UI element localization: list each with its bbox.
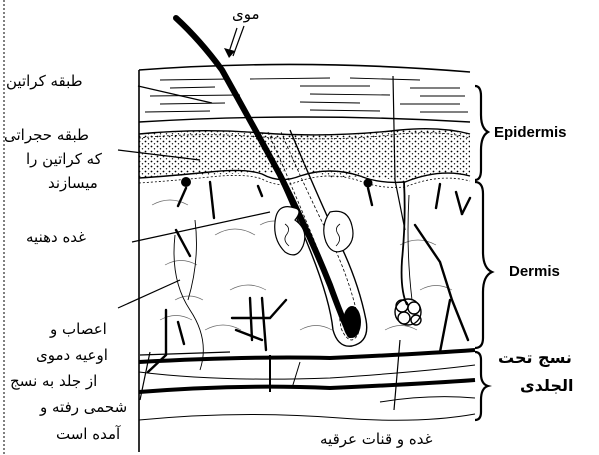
hair-bulb — [343, 306, 361, 338]
nerves-vessels-label-1: اعصاب و — [50, 320, 107, 339]
sebaceous-gland-label: غده دهنیه — [26, 228, 86, 247]
nerves-vessels-label-2: اوعیه دموی — [36, 346, 108, 365]
subcutaneous-label-2: الجلدی — [520, 376, 573, 395]
sweat-gland-label: غده و قنات عرقیه — [320, 430, 432, 449]
nerves-vessels-label-3: از جلد به نسج — [10, 372, 97, 391]
sweat-coil — [395, 299, 421, 325]
nerves-vessels-label-5: آمده است — [56, 425, 120, 444]
dermis-label: Dermis — [509, 263, 560, 280]
subcutaneous-band — [139, 350, 475, 420]
keratin-stripes — [145, 78, 468, 112]
nerves-vessels-label-4: شحمی رفته و — [40, 398, 127, 417]
block-outline — [139, 64, 470, 452]
leader-lines — [118, 26, 400, 410]
cellular-layer-label-3: میسازند — [48, 174, 98, 193]
layer-braces — [475, 86, 492, 420]
cellular-layer-label-1: طبقه حجراتی — [4, 126, 89, 145]
cellular-layer-label-2: که کراتین را — [26, 150, 102, 169]
keratin-bottom — [139, 117, 470, 122]
keratin-layer-label: طبقه کراتین — [6, 72, 83, 91]
epidermis-label: Epidermis — [494, 124, 567, 141]
subcutaneous-label-1: نسج تحت — [498, 348, 572, 367]
hair-label: موی — [232, 5, 260, 24]
